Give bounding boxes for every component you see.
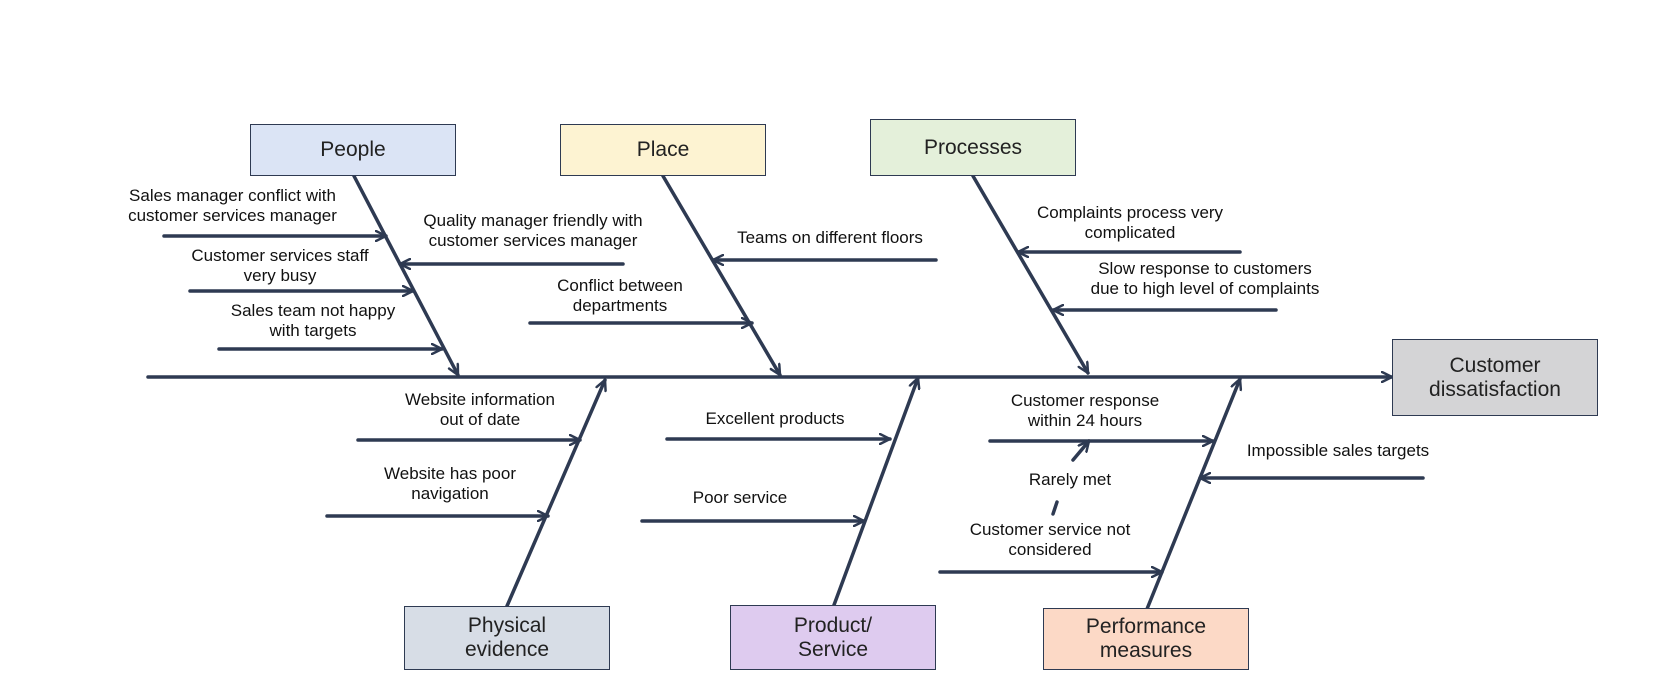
bone-place bbox=[661, 174, 782, 377]
effect-label: Customer dissatisfaction bbox=[1429, 353, 1561, 401]
cause-label: Customer services staff very busy bbox=[191, 246, 369, 285]
cause-label: Impossible sales targets bbox=[1246, 441, 1430, 460]
cause-label: Sales manager conflict with customer ser… bbox=[128, 186, 337, 225]
category-label: Processes bbox=[923, 135, 1023, 159]
cause-label: Slow response to customers due to high l… bbox=[1090, 259, 1320, 298]
effect-box: Customer dissatisfaction bbox=[1392, 339, 1598, 416]
cause-label: Poor service bbox=[692, 488, 788, 507]
cause-label: Website has poor navigation bbox=[384, 464, 516, 503]
category-box-product-service: Product/ Service bbox=[730, 605, 936, 670]
cause-label: Sales team not happy with targets bbox=[230, 301, 396, 340]
cause-label: Customer service not considered bbox=[969, 520, 1131, 559]
cause-label: Customer response within 24 hours bbox=[1010, 391, 1160, 430]
cause-label: Website information out of date bbox=[405, 390, 555, 429]
category-label: People bbox=[320, 138, 386, 161]
bone-processes bbox=[971, 174, 1090, 375]
cause-label: Teams on different floors bbox=[737, 228, 923, 247]
category-box-place: Place bbox=[560, 124, 766, 176]
cause-label: Complaints process very complicated bbox=[1036, 203, 1224, 242]
category-label: Performance measures bbox=[1085, 615, 1207, 662]
category-label: Physical evidence bbox=[464, 614, 550, 661]
bone-physical-evidence bbox=[505, 378, 605, 608]
category-box-physical-evidence: Physical evidence bbox=[404, 606, 610, 670]
category-label: Place bbox=[636, 138, 690, 161]
bone-people bbox=[352, 174, 460, 377]
cause-label: Excellent products bbox=[705, 409, 845, 428]
rarely-met-arrow bbox=[1071, 439, 1091, 462]
category-box-processes: Processes bbox=[870, 119, 1076, 176]
bone-product-service bbox=[832, 376, 918, 607]
cause-label: Rarely met bbox=[1028, 470, 1112, 489]
category-box-performance-measures: Performance measures bbox=[1043, 608, 1249, 670]
category-box-people: People bbox=[250, 124, 456, 176]
cause-label: Quality manager friendly with customer s… bbox=[423, 211, 643, 250]
cause-label: Conflict between departments bbox=[557, 276, 683, 315]
category-label: Product/ Service bbox=[793, 613, 873, 661]
rarely-met-tick bbox=[1051, 500, 1059, 516]
